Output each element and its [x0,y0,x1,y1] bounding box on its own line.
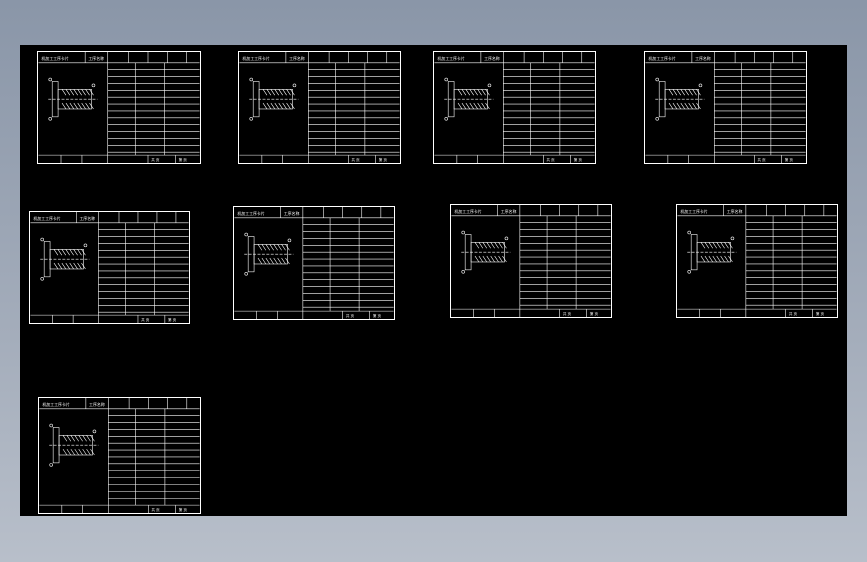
page-label: 第 页 [168,317,177,322]
part-drawing [461,230,511,274]
page-label: 第 页 [816,311,825,316]
process-name: 工序名称 [501,209,517,214]
sheet-title: 机加工工序卡片 [437,56,464,61]
part-drawing [244,232,294,276]
count-label: 共 页 [352,157,361,162]
drawing-sheet-5[interactable]: 机加工工序卡片 工序名称共 页 第 页 [29,211,190,324]
sheet-title: 机加工工序卡片 [42,402,70,407]
part-drawing [444,77,494,121]
page-label: 第 页 [179,507,188,512]
sheet-title: 机加工工序卡片 [454,209,481,214]
sheet-title: 机加工工序卡片 [680,209,707,214]
drawing-canvas[interactable]: 机加工工序卡片工序名称共 页第 页机加工工序卡片工序名称共 页第 页机加工工序卡… [20,45,847,516]
process-name: 工序名称 [79,216,95,221]
part-drawing [249,77,299,121]
count-label: 共 页 [547,157,556,162]
process-name: 工序名称 [289,56,305,61]
sheet-title: 机加工工序卡片 [648,56,675,61]
process-name: 工序名称 [284,211,300,216]
part-drawing [655,77,705,121]
part-drawing [40,237,90,281]
sheet-title: 机加工工序卡片 [237,211,264,216]
count-label: 共 页 [563,311,572,316]
page-label: 第 页 [373,313,382,318]
drawing-sheet-9[interactable]: 机加工工序卡片 工序名称共 页 第 页 [38,397,201,514]
drawing-sheet-2[interactable]: 机加工工序卡片 工序名称共 页 第 页 [238,51,401,164]
count-label: 共 页 [151,157,160,162]
count-label: 共 页 [152,507,161,512]
page-label: 第 页 [590,311,599,316]
count-label: 共 页 [141,317,150,322]
part-drawing [48,77,98,121]
drawing-sheet-4[interactable]: 机加工工序卡片 工序名称共 页 第 页 [644,51,807,164]
count-label: 共 页 [789,311,798,316]
drawing-sheet-3[interactable]: 机加工工序卡片 工序名称共 页 第 页 [433,51,596,164]
page-label: 第 页 [785,157,794,162]
page-label: 第 页 [574,157,583,162]
drawing-sheet-6[interactable]: 机加工工序卡片 工序名称共 页 第 页 [233,206,395,320]
sheet-title: 机加工工序卡片 [41,56,68,61]
sheet-title: 机加工工序卡片 [33,216,60,221]
process-name: 工序名称 [88,56,104,61]
process-name: 工序名称 [727,209,743,214]
part-drawing [49,423,99,467]
count-label: 共 页 [346,313,355,318]
count-label: 共 页 [758,157,767,162]
process-name: 工序名称 [695,56,711,61]
process-name: 工序名称 [89,402,105,407]
drawing-sheet-1[interactable]: 机加工工序卡片 工序名称共 页 第 页 [37,51,201,164]
sheet-title: 机加工工序卡片 [242,56,269,61]
drawing-sheet-8[interactable]: 机加工工序卡片 工序名称共 页 第 页 [676,204,838,318]
drawing-sheet-7[interactable]: 机加工工序卡片 工序名称共 页 第 页 [450,204,612,318]
part-drawing [687,230,737,274]
page-label: 第 页 [179,157,188,162]
page-label: 第 页 [379,157,388,162]
process-name: 工序名称 [484,56,500,61]
